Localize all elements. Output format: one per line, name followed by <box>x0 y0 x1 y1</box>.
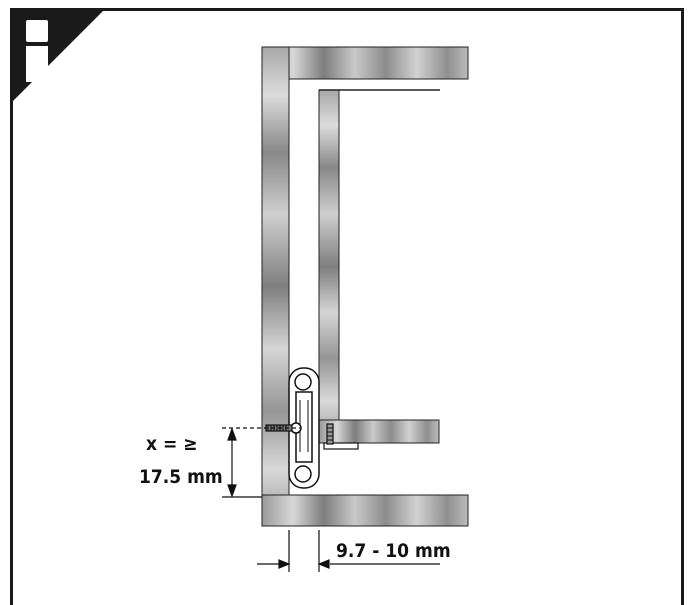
info-badge <box>10 8 106 104</box>
dimension-min-height-label: 17.5 mm <box>139 466 223 488</box>
page-frame <box>10 8 684 605</box>
dimension-gap <box>257 530 440 572</box>
cabinet-panel <box>261 46 469 527</box>
drawer-screw <box>323 423 359 450</box>
dimension-x-label: x = ≥ <box>146 433 198 455</box>
info-icon <box>26 20 48 82</box>
drawer-side-panel <box>318 89 440 444</box>
dimension-x <box>222 427 300 498</box>
dimension-side-gap-label: 9.7 - 10 mm <box>336 540 451 562</box>
drawer-slide-rail <box>288 367 320 489</box>
